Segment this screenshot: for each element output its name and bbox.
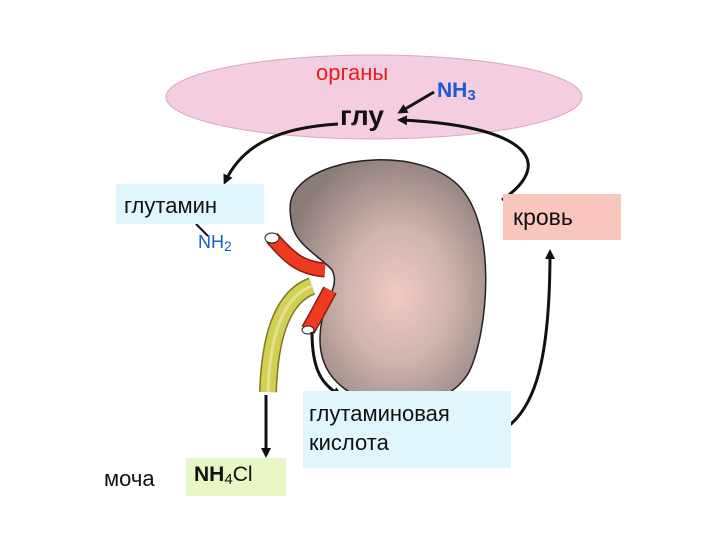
glutamine-box xyxy=(116,184,264,224)
blood-label: кровь xyxy=(513,204,573,230)
amide-group-label: NH2 xyxy=(198,232,232,254)
ammonium-chloride-label: NH4Cl xyxy=(194,463,253,488)
organs-label: органы xyxy=(316,60,389,85)
kidney-shape xyxy=(289,159,487,408)
arrow-nh3-to-glu xyxy=(397,90,435,114)
arrow-blood-to-glu xyxy=(397,115,530,202)
arrow-glu-to-glutamine xyxy=(223,122,339,185)
glutamate-label: глу xyxy=(340,100,384,131)
glutamic-acid-label-line1: глутаминовая xyxy=(309,401,450,426)
arrow-acid-to-blood xyxy=(502,249,555,432)
glutamine-label: глутамин xyxy=(124,193,218,218)
organs-ellipse xyxy=(165,54,583,140)
glutamic-acid-box xyxy=(303,391,511,468)
ammonium-chloride-box xyxy=(186,458,286,496)
urine-label: моча xyxy=(104,466,155,491)
nh2-connector xyxy=(195,223,209,237)
blood-box xyxy=(503,194,621,240)
ammonia-label: NH3 xyxy=(437,79,476,104)
glutamic-acid-label-line2: кислота xyxy=(309,430,389,455)
